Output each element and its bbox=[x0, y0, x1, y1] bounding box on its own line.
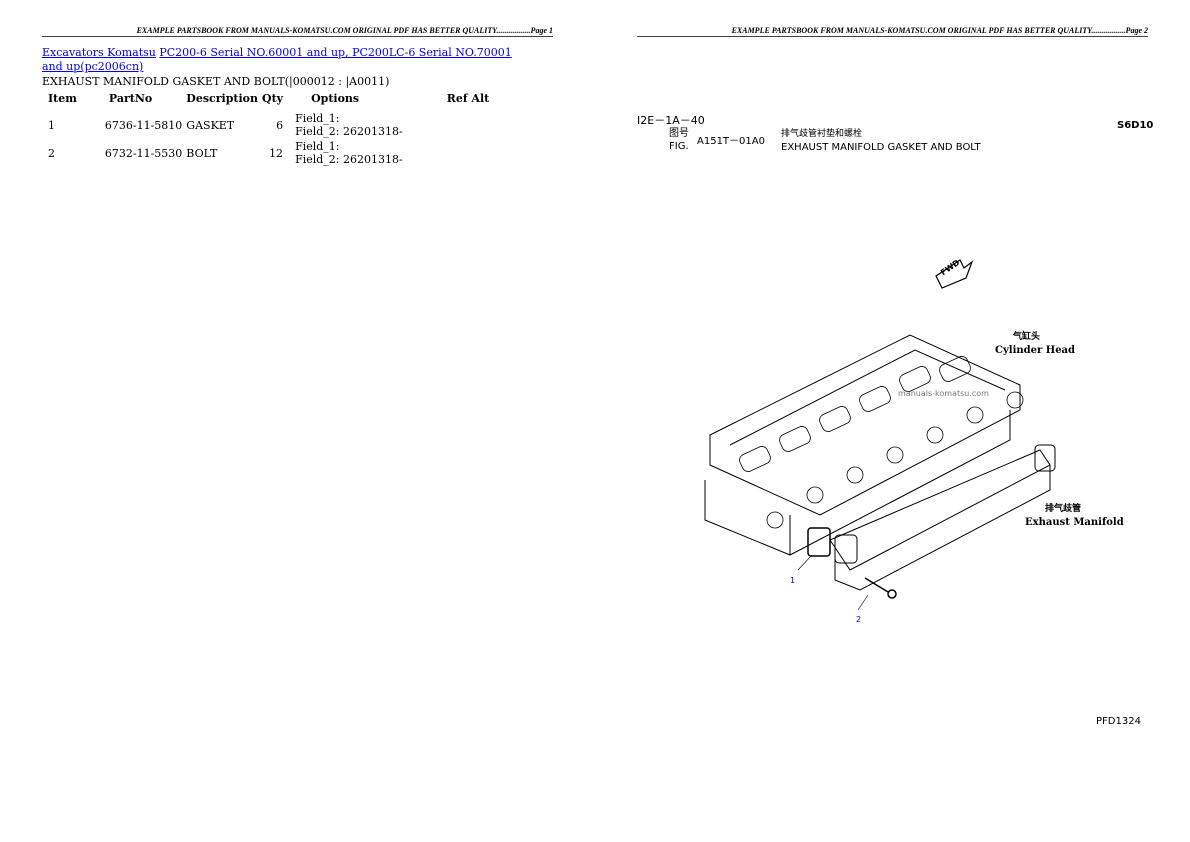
col-refalt: Ref Alt bbox=[446, 92, 490, 105]
col-partno: PartNo bbox=[108, 92, 153, 105]
cell-description: GASKET bbox=[186, 118, 235, 132]
cell-options: Field_1:Field_2: 26201318- bbox=[287, 111, 407, 139]
parts-table: Item PartNo Description Qty Options Ref … bbox=[44, 90, 493, 167]
col-options: Options bbox=[311, 92, 360, 105]
option-field1: Field_1: bbox=[295, 112, 340, 125]
section-title: EXHAUST MANIFOLD GASKET AND BOLT(|000012… bbox=[42, 75, 390, 88]
drawing-number: PFD1324 bbox=[1096, 716, 1141, 727]
exploded-diagram bbox=[704, 259, 1056, 611]
exhaust-manifold-label: Exhaust Manifold bbox=[1025, 517, 1124, 528]
cylinder-head-label: Cylinder Head bbox=[995, 345, 1076, 356]
fig-code: I2E－1A－40 bbox=[637, 114, 705, 127]
cell-refalt bbox=[407, 139, 494, 167]
cell-partno: 6732-11-5530 bbox=[104, 146, 183, 160]
col-description: Description bbox=[186, 92, 258, 105]
exhaust-manifold-drawing bbox=[829, 444, 1056, 591]
cell-description: BOLT bbox=[186, 146, 218, 160]
bolt-part bbox=[864, 577, 897, 599]
breadcrumb-link-model[interactable]: PC200-6 Serial NO.60001 and up, PC200LC-… bbox=[42, 46, 512, 73]
exhaust-manifold-label-cn: 排气歧管 bbox=[1045, 504, 1082, 514]
gasket-part bbox=[807, 527, 831, 557]
breadcrumb: Excavators Komatsu PC200-6 Serial NO.600… bbox=[42, 46, 512, 74]
option-field2: Field_2: 26201318- bbox=[295, 125, 403, 138]
cell-options: Field_1:Field_2: 26201318- bbox=[287, 139, 407, 167]
table-header-row: Item PartNo Description Qty Options Ref … bbox=[44, 90, 493, 111]
col-qty: Qty bbox=[262, 92, 284, 105]
cell-item: 2 bbox=[48, 146, 55, 160]
title-cn: 排气歧管衬垫和螺栓 bbox=[781, 129, 863, 139]
watermark: manuals-komatsu.com bbox=[898, 389, 989, 398]
breadcrumb-link-category[interactable]: Excavators Komatsu bbox=[42, 46, 156, 59]
fig-label-cn: 图号 bbox=[669, 128, 689, 139]
callout-1[interactable]: 1 bbox=[790, 576, 796, 585]
option-field1: Field_1: bbox=[295, 140, 340, 153]
fig-number: A151T－01A0 bbox=[697, 136, 765, 147]
cylinder-head-drawing bbox=[704, 334, 1024, 556]
page1-header: EXAMPLE PARTSBOOK FROM MANUALS-KOMATSU.C… bbox=[42, 26, 553, 37]
model-code: S6D10 bbox=[1117, 120, 1154, 131]
table-row: 2 6732-11-5530 BOLT 12 Field_1:Field_2: … bbox=[44, 139, 493, 167]
cell-item: 1 bbox=[48, 118, 55, 132]
cell-refalt bbox=[407, 111, 494, 139]
page2-header: EXAMPLE PARTSBOOK FROM MANUALS-KOMATSU.C… bbox=[637, 26, 1148, 37]
fwd-arrow-icon bbox=[935, 259, 974, 289]
cylinder-head-label-cn: 气缸头 bbox=[1013, 332, 1041, 342]
col-item: Item bbox=[48, 92, 77, 105]
callout-2[interactable]: 2 bbox=[856, 615, 862, 624]
title-en: EXHAUST MANIFOLD GASKET AND BOLT bbox=[781, 142, 981, 153]
cell-qty: 12 bbox=[269, 146, 284, 160]
cell-partno: 6736-11-5810 bbox=[104, 118, 183, 132]
table-row: 1 6736-11-5810 GASKET 6 Field_1:Field_2:… bbox=[44, 111, 493, 139]
cell-qty: 6 bbox=[276, 118, 284, 132]
option-field2: Field_2: 26201318- bbox=[295, 153, 403, 166]
fig-label: FIG. bbox=[669, 141, 689, 152]
